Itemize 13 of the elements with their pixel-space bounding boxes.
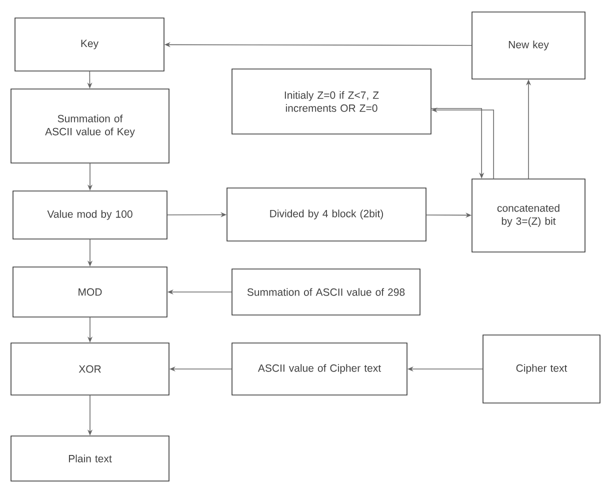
process-box: Summation of ASCII value of Key <box>10 88 170 164</box>
process-box: New key <box>472 12 586 80</box>
process-box: XOR <box>10 342 170 396</box>
process-box: concatenated by 3=(Z) bit <box>472 178 586 252</box>
process-box: Plain text <box>10 436 170 482</box>
process-box: Initialy Z=0 if Z<7, Z increments OR Z=0 <box>232 68 432 134</box>
process-box: Divided by 4 block (2bit) <box>226 188 426 242</box>
process-box: Key <box>14 18 164 72</box>
process-box: ASCII value of Cipher text <box>232 342 408 396</box>
process-box: Cipher text <box>482 334 600 404</box>
process-box: Summation of ASCII value of 298 <box>232 268 420 316</box>
process-box: Value mod by 100 <box>12 190 168 240</box>
process-box: MOD <box>12 266 168 318</box>
